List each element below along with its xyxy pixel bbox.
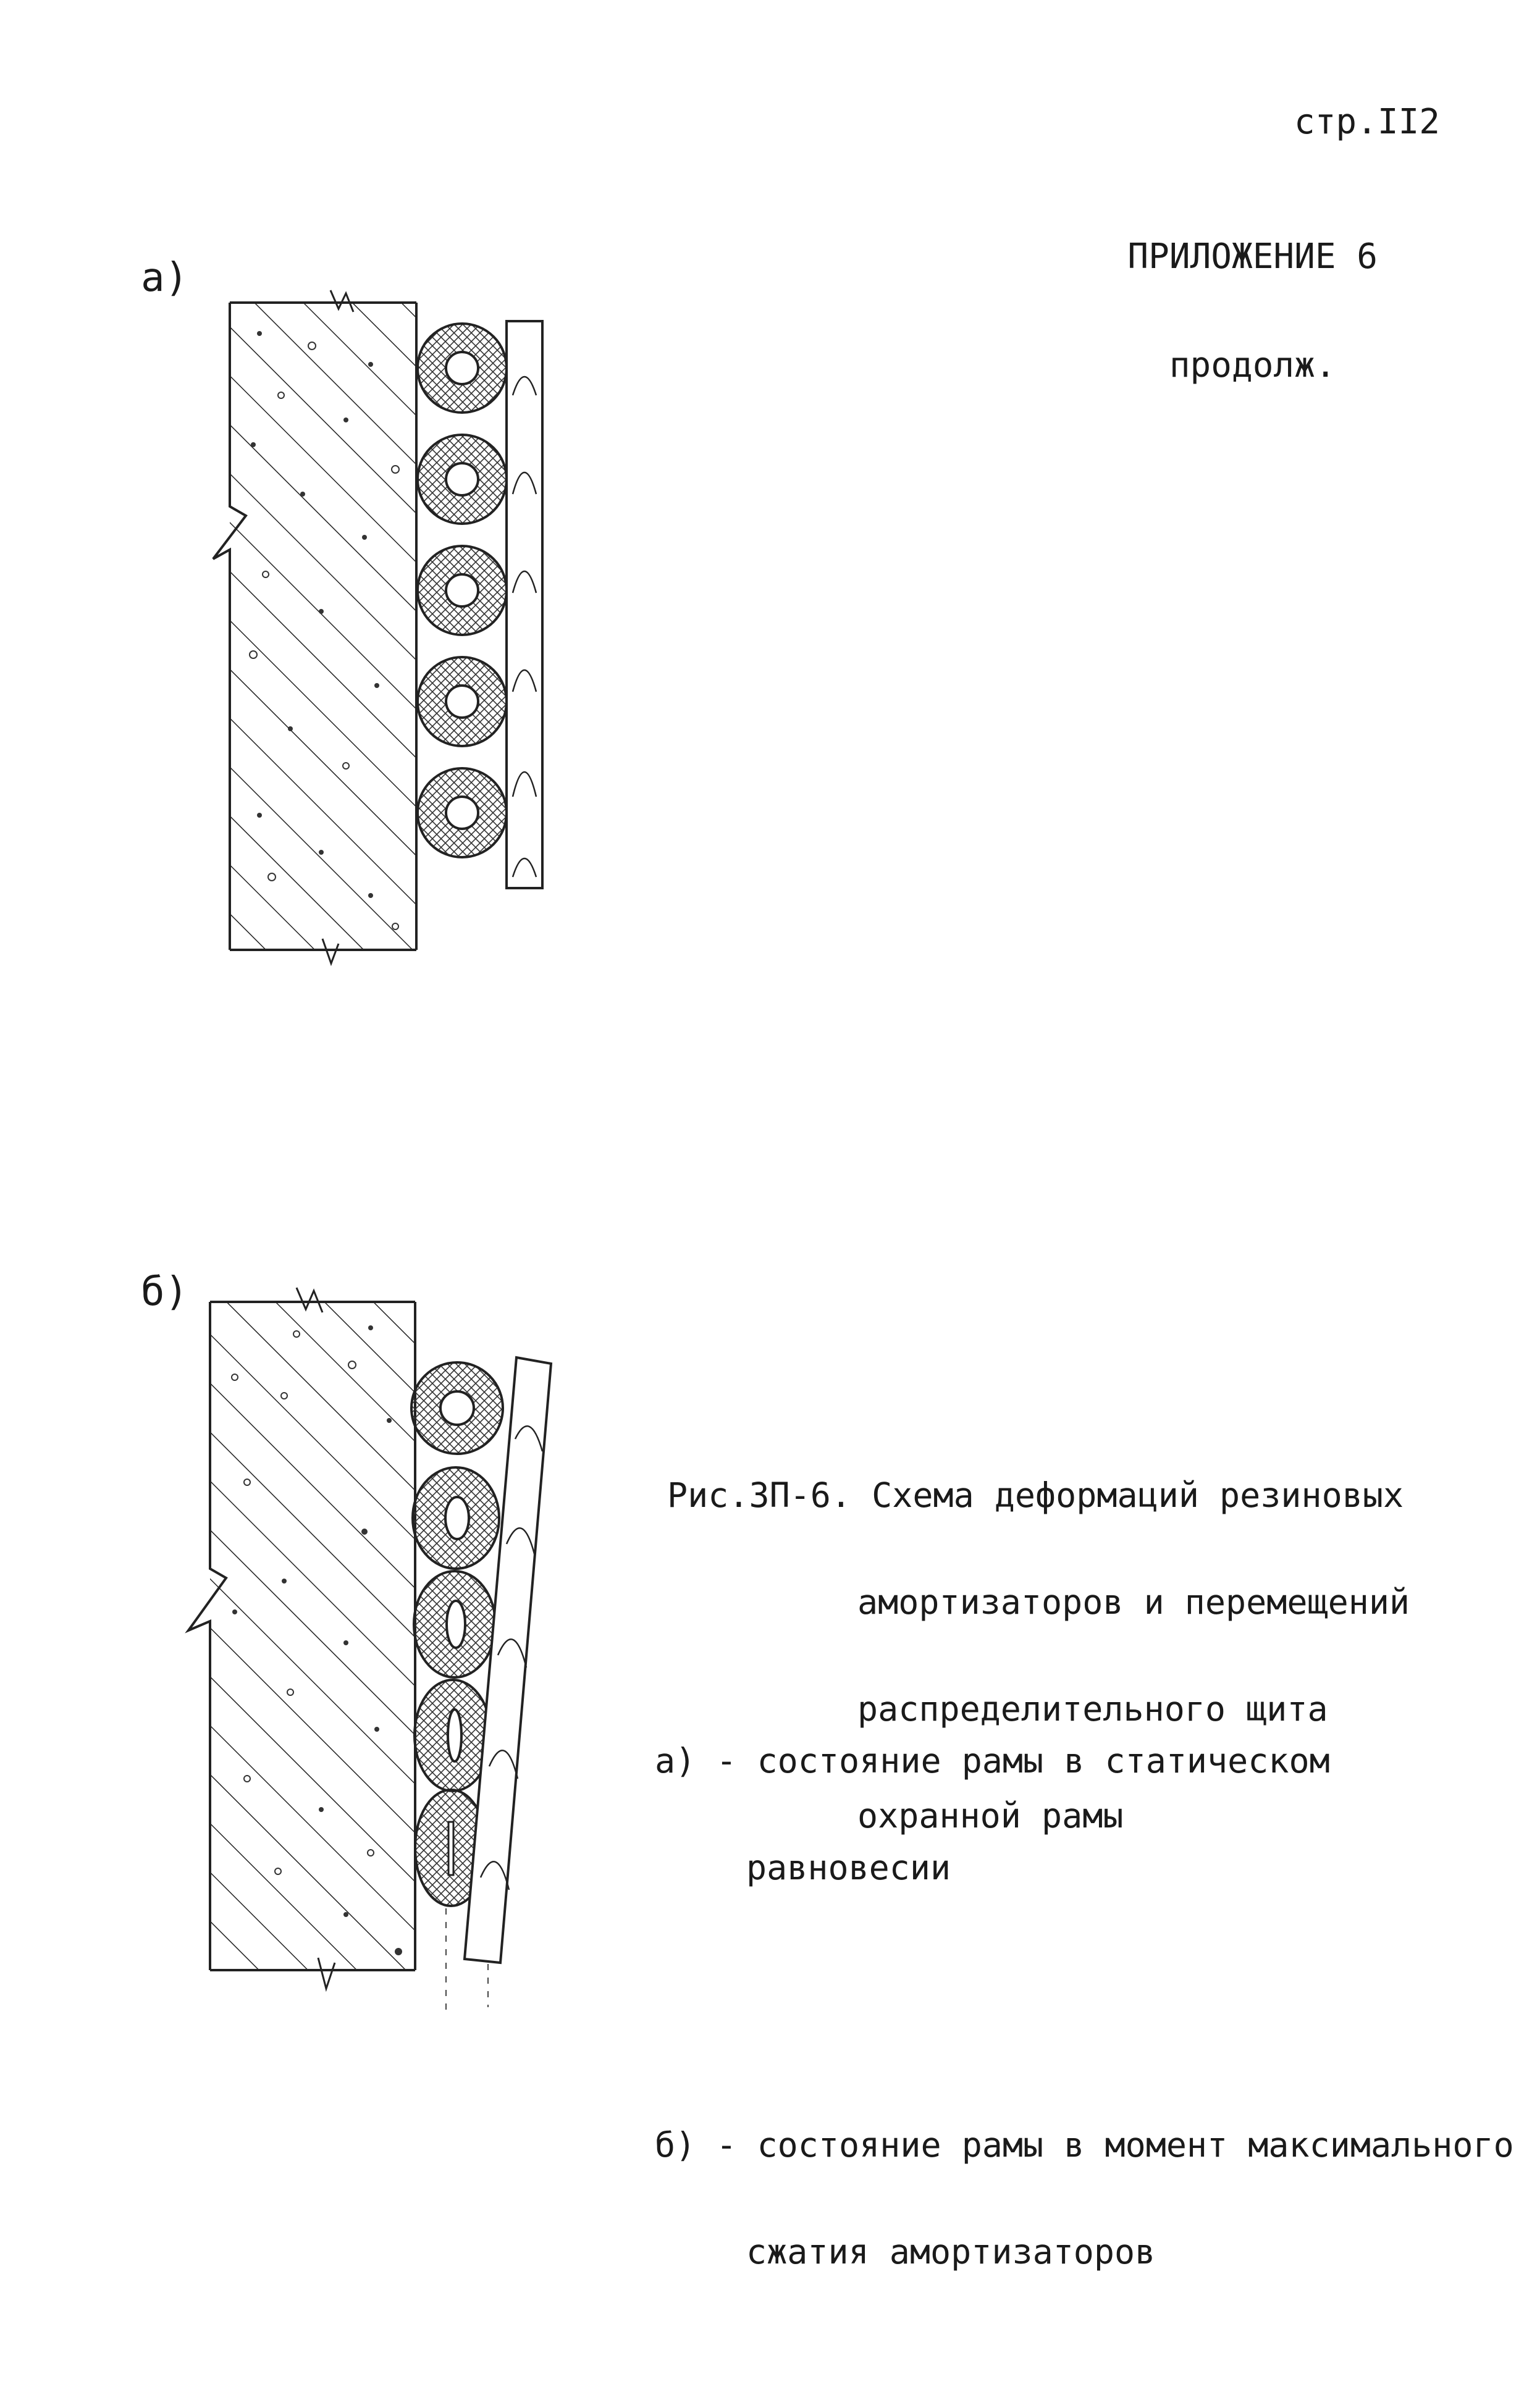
absorber-compressed: [411, 1466, 500, 1570]
absorber-ring: [410, 1361, 504, 1455]
figure-b-diagram: [185, 1287, 553, 2013]
absorber-compressed: [413, 1679, 492, 1792]
absorber-ring: [416, 656, 508, 747]
absorber-ring: [416, 767, 508, 858]
absorber-ring: [416, 434, 508, 525]
caption-line: Рис.3П-6. Схема деформаций резиновых: [667, 1475, 1404, 1515]
absorber-ring: [416, 545, 508, 636]
absorber-ring: [416, 322, 508, 414]
legend-line: а) - состояние рамы в статическом: [655, 1741, 1330, 1781]
rubber-absorbers-b: [410, 1361, 504, 2013]
appendix-continuation: продолж.: [1169, 345, 1336, 385]
caption-line: охранной рамы: [857, 1796, 1124, 1835]
caption-line: амортизаторов и перемещений: [857, 1582, 1410, 1622]
legend-line: б) - состояние рамы в момент максимально…: [655, 2125, 1514, 2165]
legend-item-b: б) - состояние рамы в момент максимально…: [655, 2058, 1514, 2339]
figure-b-label: б): [141, 1269, 189, 1315]
absorber-compressed: [413, 1570, 497, 1679]
legend-item-a: а) - состояние рамы в статическом равнов…: [655, 1674, 1514, 1955]
appendix-title: ПРИЛОЖЕНИЕ 6: [1127, 237, 1378, 277]
absorber-compressed: [414, 1789, 488, 1907]
concrete-wall-a: [212, 290, 418, 967]
figure-a-diagram: [212, 290, 544, 967]
figure-legend: а) - состояние рамы в статическом равнов…: [655, 1606, 1514, 2408]
figure-caption: Рис.3П-6. Схема деформаций резиновых амо…: [667, 1408, 1410, 1869]
caption-line: распределительного щита: [857, 1689, 1328, 1729]
page-number: стр.II2: [1294, 102, 1441, 142]
figure-a-label: а): [141, 255, 189, 301]
appendix-heading: ПРИЛОЖЕНИЕ 6 продолж.: [1127, 168, 1378, 420]
legend-line: сжатия амортизаторов: [746, 2232, 1156, 2272]
concrete-wall-b: [185, 1287, 416, 1992]
wooden-board-a: [505, 320, 544, 889]
legend-line: равновесии: [746, 1848, 951, 1887]
rubber-absorbers-a: [416, 322, 508, 858]
wooden-board-b: [463, 1356, 553, 1965]
